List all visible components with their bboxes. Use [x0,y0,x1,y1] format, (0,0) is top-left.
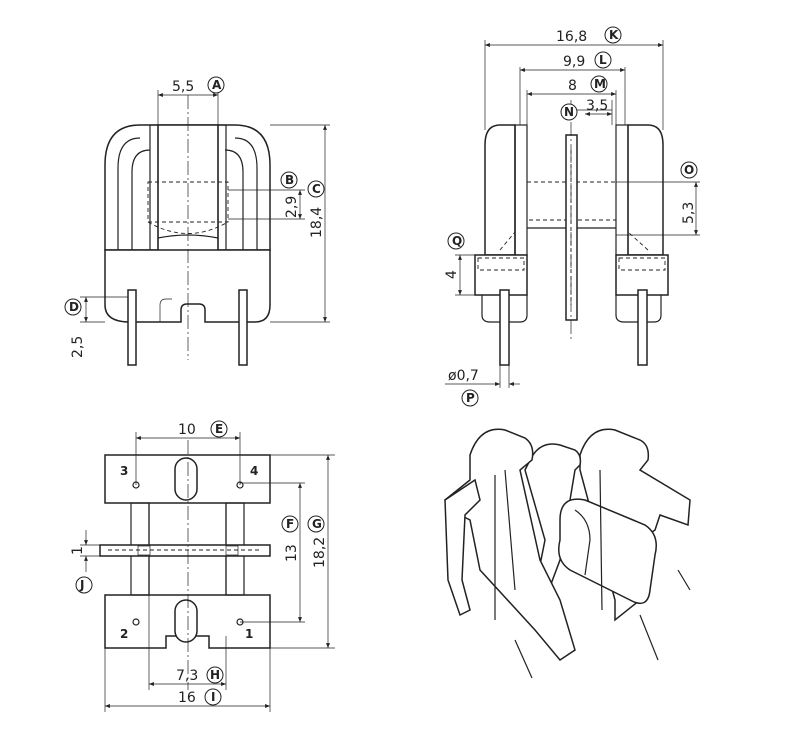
front-view: 5,5 A 2,9 B 18,4 C 2,5 D [64,76,330,366]
side-flange-right [627,124,664,256]
pin-label-4: 4 [250,464,258,478]
letter-h: H [210,668,220,682]
letter-j: J [79,578,84,592]
letter-n: N [564,105,574,119]
letter-m: M [594,77,606,91]
pin-label-1: 1 [245,627,253,641]
letter-b: B [285,173,294,187]
dim-core-width: 3,5 [586,98,608,114]
dim-core-height: 5,3 [681,202,697,224]
isometric-view [444,428,691,679]
dim-window-height: 2,9 [284,196,300,218]
letter-l: L [599,53,607,67]
bottom-center-plate [99,544,271,557]
front-pin-right [238,289,248,366]
dim-pin-row-spacing: 13 [284,544,300,562]
letter-c: C [312,182,321,196]
letter-g: G [312,517,322,531]
dim-width-top: 5,5 [172,79,194,95]
dim-bottom-slot: 7,3 [176,668,198,684]
dim-pin-diameter: ø0,7 [448,368,479,384]
dim-total-width: 16,8 [556,29,587,45]
side-flange-left [484,124,516,256]
dim-base-height: 4 [444,270,460,279]
dim-base-width: 16 [178,690,196,706]
dim-flange-spacing: 8 [568,78,577,94]
dim-total-length: 18,2 [312,537,328,568]
letter-p: P [466,391,475,405]
front-pin-left [127,289,137,366]
pin-label-2: 2 [120,627,128,641]
side-view: 16,8 K 9,9 L 8 M 3,5 N 5,3 O 4 [444,26,700,407]
dim-inner-width: 9,9 [563,54,585,70]
dim-total-height: 18,4 [309,207,325,238]
letter-e-text: E [215,422,223,436]
dim-pin-length: 2,5 [70,336,86,358]
letter-d: D [69,300,79,314]
dim-plate-thickness: 1 [70,546,86,555]
letter-o: O [684,163,694,177]
bottom-view: 3 4 2 1 10 E 13 F [70,420,335,712]
letter-a: A [212,78,222,92]
letter-f: F [286,517,294,531]
letter-q: Q [452,234,462,248]
dim-top-pin-spacing: 10 [178,422,196,438]
front-base [104,249,271,323]
pin-label-3: 3 [120,464,128,478]
letter-k: K [609,28,619,42]
side-pin-left [499,289,510,366]
side-pin-right [637,289,648,366]
letter-i: I [211,690,215,704]
side-center-plate [565,134,578,321]
